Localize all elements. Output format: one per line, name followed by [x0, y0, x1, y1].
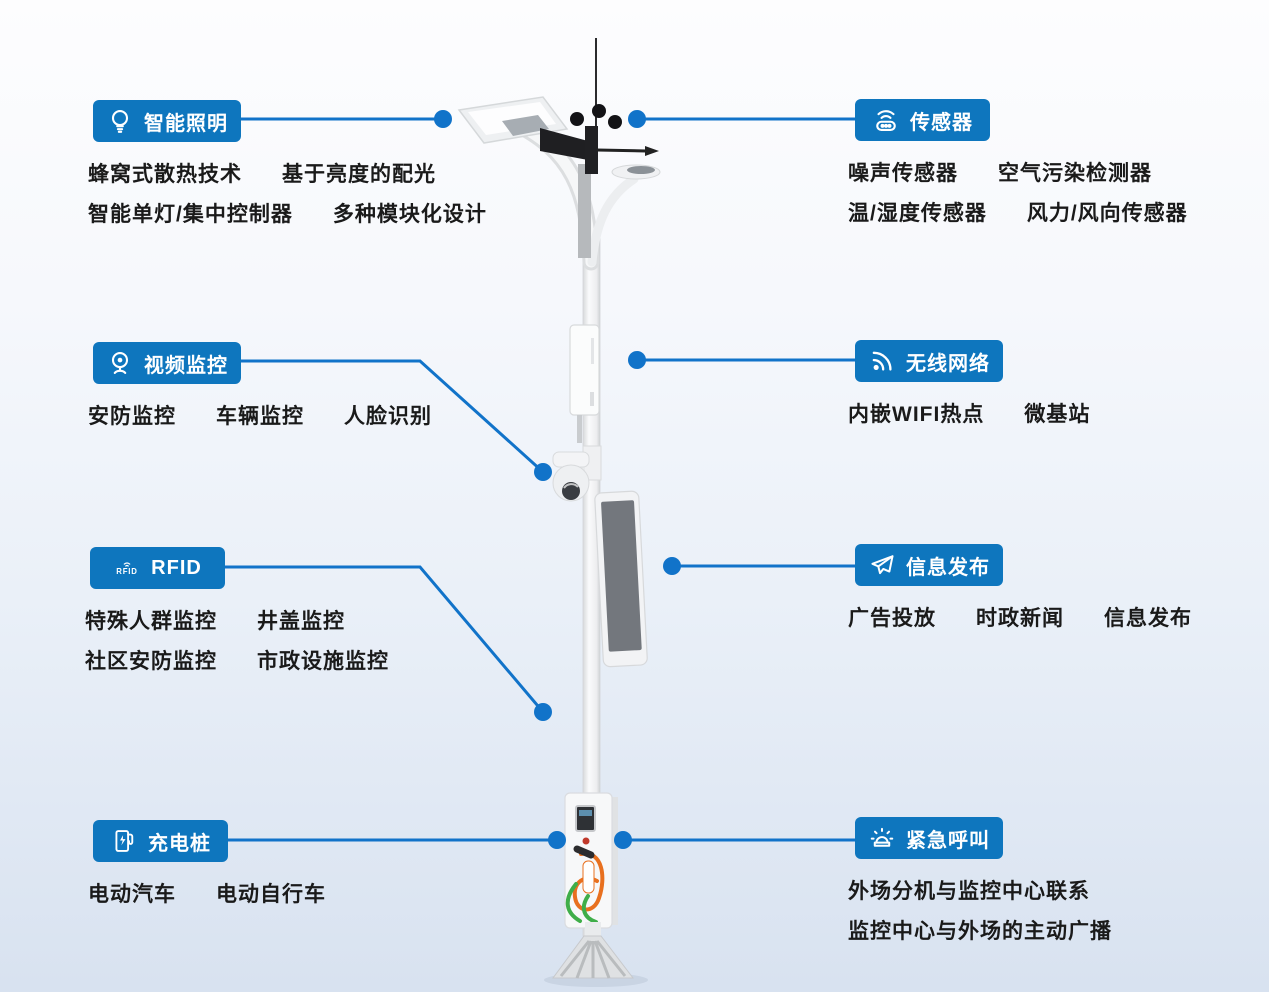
sensor-icon — [872, 106, 900, 134]
feature-description: 特殊人群监控 井盖监控 社区安防监控 市政设施监控 — [85, 600, 389, 680]
desc-phrase: 温/湿度传感器 — [848, 202, 987, 225]
pole-shaft — [582, 227, 601, 941]
feature-description: 内嵌WIFI热点 微基站 — [848, 393, 1090, 433]
desc-phrase: 噪声传感器 — [848, 162, 958, 185]
info-release-badge[interactable]: 信息发布 — [855, 544, 1003, 586]
connector-dot — [534, 703, 552, 721]
feature-sensors: 传感器 噪声传感器 空气污染检测器 温/湿度传感器 风力/风向传感器 — [848, 99, 1188, 232]
connector-dot — [663, 557, 681, 575]
desc-phrase: 风力/风向传感器 — [1026, 202, 1188, 225]
lightbulb-icon — [106, 107, 134, 135]
connector-dot — [548, 831, 566, 849]
desc-phrase: 市政设施监控 — [257, 650, 389, 673]
feature-description: 安防监控 车辆监控 人脸识别 — [88, 395, 432, 435]
desc-phrase: 井盖监控 — [257, 610, 345, 633]
desc-phrase: 外场分机与监控中心联系 — [848, 880, 1090, 903]
connector-dot — [534, 463, 552, 481]
rfid-icon: RFID — [113, 554, 141, 582]
connector-dot — [614, 831, 632, 849]
feature-description: 广告投放 时政新闻 信息发布 — [848, 597, 1192, 637]
svg-text:RFID: RFID — [116, 567, 138, 576]
desc-phrase: 电动自行车 — [216, 883, 326, 906]
connector-dot — [628, 110, 646, 128]
desc-phrase: 信息发布 — [1104, 607, 1192, 630]
feature-info-release: 信息发布 广告投放 时政新闻 信息发布 — [848, 544, 1192, 637]
badge-label: 充电桩 — [148, 832, 211, 855]
feature-description: 噪声传感器 空气污染检测器 温/湿度传感器 风力/风向传感器 — [848, 152, 1188, 232]
badge-label: 紧急呼叫 — [906, 829, 990, 852]
siren-icon — [868, 824, 896, 852]
dome-camera — [552, 445, 602, 502]
desc-phrase: 内嵌WIFI热点 — [848, 403, 985, 426]
smart-lighting-badge[interactable]: 智能照明 — [93, 100, 241, 142]
badge-label: 传感器 — [910, 111, 973, 134]
feature-charging-pile: 充电桩 电动汽车 电动自行车 — [88, 820, 326, 913]
charging-unit — [564, 792, 618, 929]
desc-phrase: 电动汽车 — [88, 883, 176, 906]
desc-phrase: 智能单灯/集中控制器 — [88, 203, 293, 226]
desc-phrase: 基于亮度的配光 — [282, 163, 436, 186]
wifi-icon — [868, 347, 896, 375]
charging-pile-badge[interactable]: 充电桩 — [93, 820, 228, 862]
feature-description: 蜂窝式散热技术 基于亮度的配光 智能单灯/集中控制器 多种模块化设计 — [88, 153, 487, 233]
base-shadow — [544, 973, 648, 987]
connector-dot — [628, 351, 646, 369]
desc-phrase: 安防监控 — [88, 405, 176, 428]
feature-rfid: RFID RFID 特殊人群监控 井盖监控 社区安防监控 市政设施监控 — [85, 547, 389, 680]
feature-description: 电动汽车 电动自行车 — [88, 873, 326, 913]
wireless-network-badge[interactable]: 无线网络 — [855, 340, 1003, 382]
led-display-screen — [594, 490, 648, 668]
desc-phrase: 社区安防监控 — [85, 650, 217, 673]
badge-label: 信息发布 — [906, 556, 990, 579]
desc-phrase: 时政新闻 — [976, 607, 1064, 630]
feature-emergency-call: 紧急呼叫 外场分机与监控中心联系 监控中心与外场的主动广播 — [848, 817, 1112, 950]
feature-smart-lighting: 智能照明 蜂窝式散热技术 基于亮度的配光 智能单灯/集中控制器 多种模块化设计 — [88, 100, 487, 233]
paper-plane-icon — [868, 551, 896, 579]
wifi-unit-box — [569, 324, 600, 443]
pole-base — [552, 922, 635, 979]
rfid-badge[interactable]: RFID RFID — [90, 547, 225, 589]
charging-station-icon — [110, 827, 138, 855]
desc-phrase: 蜂窝式散热技术 — [88, 163, 242, 186]
webcam-icon — [106, 349, 134, 377]
badge-label: 无线网络 — [906, 352, 990, 375]
desc-phrase: 广告投放 — [848, 607, 936, 630]
desc-phrase: 空气污染检测器 — [998, 162, 1152, 185]
desc-phrase: 多种模块化设计 — [332, 203, 487, 226]
desc-phrase: 监控中心与外场的主动广播 — [848, 920, 1112, 943]
feature-video-surveillance: 视频监控 安防监控 车辆监控 人脸识别 — [88, 342, 432, 435]
emergency-call-badge[interactable]: 紧急呼叫 — [855, 817, 1003, 859]
desc-phrase: 车辆监控 — [216, 405, 304, 428]
desc-phrase: 特殊人群监控 — [85, 610, 217, 633]
badge-label: 智能照明 — [144, 112, 228, 135]
badge-label: RFID — [151, 556, 202, 579]
desc-phrase: 微基站 — [1024, 403, 1091, 426]
sensors-badge[interactable]: 传感器 — [855, 99, 990, 141]
feature-description: 外场分机与监控中心联系 监控中心与外场的主动广播 — [848, 870, 1112, 950]
secondary-lamp — [587, 164, 661, 267]
video-surveillance-badge[interactable]: 视频监控 — [93, 342, 241, 384]
feature-wireless-network: 无线网络 内嵌WIFI热点 微基站 — [848, 340, 1090, 433]
badge-label: 视频监控 — [144, 354, 228, 377]
desc-phrase: 人脸识别 — [344, 405, 432, 428]
weather-sensor — [540, 38, 659, 258]
